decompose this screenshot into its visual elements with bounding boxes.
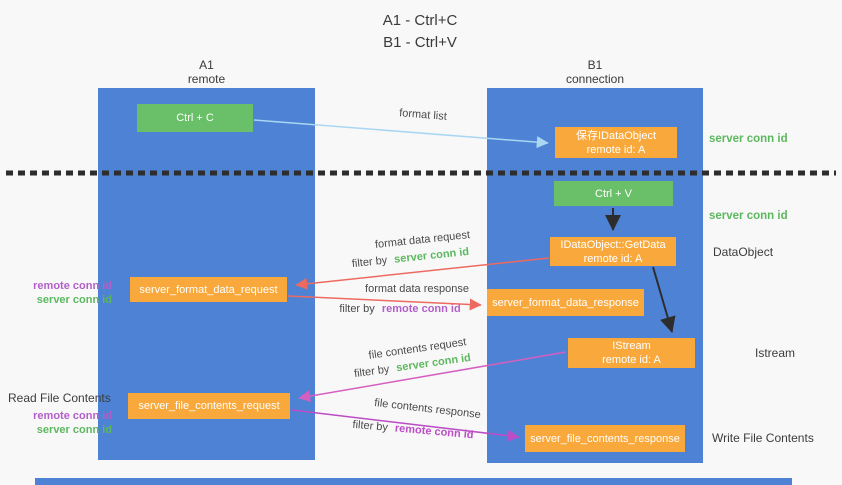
read-file-contents-annotation: Read File Contents [8,391,111,405]
server-file-contents-request-node: server_file_contents_request [128,393,290,419]
save-idataobject-node: 保存IDataObject remote id: A [555,127,677,158]
ctrl-v-node: Ctrl + V [554,181,673,206]
server-conn-id-left-1: server conn id [36,294,112,306]
server-format-data-response-node: server_format_data_response [487,289,644,316]
remote-conn-id-left-1: remote conn id [33,280,112,292]
write-file-contents-annotation: Write File Contents [712,431,814,445]
format-data-response-label: format data response [362,283,472,295]
ctrl-c-node: Ctrl + C [137,104,253,132]
filter-by-remote-conn-id-label-2: filter by remote conn id [348,418,479,442]
format-data-response-text: format data response [365,283,469,295]
server-file-contents-response-node: server_file_contents_response [525,425,685,452]
ctrl-c-label: Ctrl + C [176,112,214,124]
remote-conn-id-text: remote conn id [394,422,474,442]
istream-annotation: Istream [755,346,796,360]
save-idataobject-subtitle: remote id: A [586,143,646,156]
filter-by-text: filter by [351,254,388,271]
server-conn-id-text: server conn id [393,245,470,266]
istream-title: IStream [612,340,651,352]
filter-by-text: filter by [352,418,389,434]
title-line-1: A1 - Ctrl+C [382,12,458,29]
lane-b1-name: B1 [587,58,603,72]
remote-conn-id-text: remote conn id [381,303,461,315]
conn-id-stack-format: remote conn id server conn id [10,279,112,307]
server-conn-id-annotation-top: server conn id [709,133,788,145]
filter-by-text: filter by [339,303,375,315]
istream-subtitle: remote id: A [602,354,661,366]
format-list-label: format list [368,105,479,126]
server-file-contents-response-label: server_file_contents_response [530,432,680,445]
save-idataobject-title: 保存IDataObject [575,129,657,142]
file-contents-response-label: file contents response [370,397,486,422]
lane-a1-header: A1 remote [98,58,315,86]
ctrl-v-label: Ctrl + V [595,187,632,200]
getdata-subtitle: remote id: A [583,252,643,265]
diagram-title: A1 - Ctrl+C B1 - Ctrl+V [320,10,520,54]
remote-conn-id-left-2: remote conn id [33,410,112,422]
istream-node: IStream remote id: A [568,338,695,368]
dataobject-annotation: DataObject [713,245,774,259]
server-format-data-response-label: server_format_data_response [492,296,639,309]
conn-id-stack-file: remote conn id server conn id [12,409,112,437]
filter-by-remote-conn-id-label-1: filter by remote conn id [335,303,465,315]
title-line-2: B1 - Ctrl+V [383,34,457,51]
server-conn-id-annotation-mid: server conn id [709,210,788,222]
format-list-text: format list [398,107,448,123]
filter-by-server-conn-id-label-1: filter by server conn id [338,244,483,271]
lane-b1-role: connection [565,72,625,86]
getdata-title: IDataObject::GetData [560,238,666,251]
server-format-data-request-node: server_format_data_request [130,277,287,302]
getdata-node: IDataObject::GetData remote id: A [550,237,676,266]
server-format-data-request-label: server_format_data_request [139,283,278,296]
lane-a1-name: A1 [199,58,214,72]
server-file-contents-request-label: server_file_contents_request [138,400,280,412]
file-contents-response-text: file contents response [373,396,482,422]
lane-b1-header: B1 connection [487,58,703,86]
lane-a1-role: remote [187,72,226,86]
server-conn-id-left-2: server conn id [36,424,112,436]
filter-by-text: filter by [353,363,391,381]
bottom-window-edge [35,478,792,485]
